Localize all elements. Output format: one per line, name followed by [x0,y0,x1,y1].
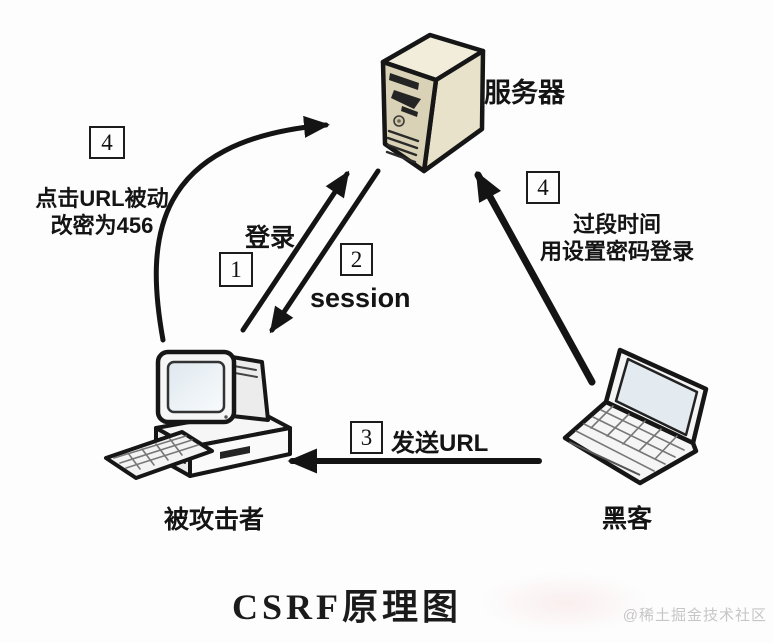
login-arrow [240,170,350,333]
server-label: 服务器 [484,78,565,108]
step1-number: 1 [230,257,242,282]
step2-number: 2 [350,247,363,272]
step2-box: 2 [340,243,373,276]
session-label: session [310,283,411,313]
csrf-curved-arrow [153,115,330,343]
watermark-text: @稀土掘金技术社区 [622,607,767,624]
step4-left-number: 4 [101,130,113,155]
step4-left-line2: 改密为456 [50,213,154,238]
login-label: 登录 [245,224,296,252]
laptop-icon [562,347,709,486]
step4-left-label: 点击URL被动 改密为456 [35,185,168,239]
step4-right-label: 过段时间 用设置密码登录 [540,211,694,265]
step1-box: 1 [219,252,253,287]
step4-right-line2: 用设置密码登录 [539,239,695,264]
send-url-label: 发送URL [391,430,489,457]
faint-watermark-smudge [480,572,650,634]
step3-box: 3 [350,421,383,454]
diagram-title: CSRF原理图 [231,587,463,627]
step4-right-line1: 过段时间 [572,212,662,237]
server-tower-icon [380,32,486,174]
victim-label: 被攻击者 [163,506,265,534]
desktop-computer-icon [104,349,292,480]
step4-right-box: 4 [526,171,560,204]
step4-left-line1: 点击URL被动 [35,186,169,211]
later-login-arrow [474,171,596,386]
step4-right-number: 4 [537,175,549,200]
hacker-label: 黑客 [601,505,653,533]
step4-left-box: 4 [89,126,125,159]
session-arrow [269,168,381,334]
step3-number: 3 [360,425,373,450]
